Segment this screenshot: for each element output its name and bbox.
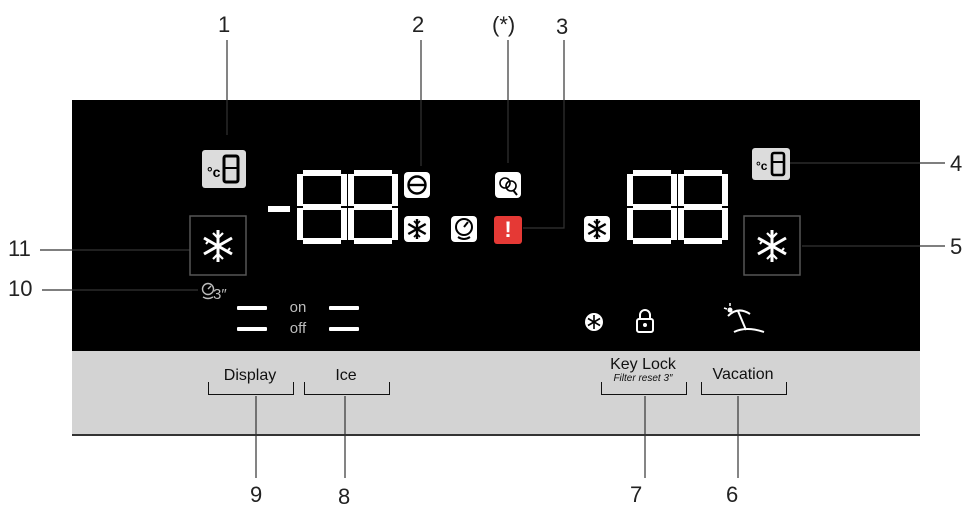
fridge-cool-icon [584, 216, 610, 242]
vacation-button-bracket [701, 382, 787, 395]
callout-7: 7 [630, 482, 643, 507]
callout-5: 5 [950, 234, 963, 259]
callout-8: 8 [338, 484, 351, 509]
display-button-bracket [208, 382, 294, 395]
svg-text:°c: °c [207, 164, 221, 180]
key-lock-button[interactable]: Key Lock [610, 356, 676, 373]
display-button[interactable]: Display [223, 367, 277, 384]
button-strip [72, 351, 920, 434]
callout-4: 4 [950, 151, 963, 176]
super-cool-icon [743, 215, 801, 276]
ice-snowflake-icon [585, 313, 603, 331]
left-temp-digits [268, 170, 398, 244]
strip-bottom-line [72, 434, 920, 436]
filter-reset-label: Filter reset 3″ [613, 373, 673, 384]
eco-mode-icon [404, 172, 430, 198]
on-indicator-left [237, 306, 267, 310]
callout-11: 11 [8, 236, 31, 261]
key-lock-button-bracket [601, 382, 687, 395]
callout-9: 9 [250, 482, 263, 507]
callout-2: 2 [412, 12, 425, 37]
fridge-temp-icon: °c [752, 148, 790, 180]
vacation-icon [723, 303, 765, 333]
callout-star: (*) [492, 12, 516, 37]
right-temp-digits [627, 170, 728, 244]
callout-6: 6 [726, 482, 739, 507]
freezer-temp-icon: °c [202, 150, 246, 188]
timer-label: 3″ [213, 286, 227, 303]
callout-1: 1 [218, 12, 231, 37]
vacation-button[interactable]: Vacation [712, 366, 774, 383]
on-indicator-right [329, 306, 359, 310]
ice-timer-icon [451, 216, 477, 242]
off-label: off [289, 320, 307, 337]
on-label: on [289, 299, 307, 316]
key-lock-icon [636, 309, 654, 333]
off-indicator-right [329, 327, 359, 331]
ice-button[interactable]: Ice [335, 367, 357, 384]
super-freeze-icon [189, 215, 247, 276]
fast-freeze-icon [404, 216, 430, 242]
svg-text:°c: °c [756, 159, 768, 173]
callout-10: 10 [8, 276, 33, 301]
leader-lines [40, 40, 945, 478]
callout-3: 3 [556, 14, 569, 39]
water-filter-icon [495, 172, 521, 198]
alert-icon: ! [494, 216, 522, 244]
timer-icon [201, 282, 215, 300]
ice-button-bracket [304, 382, 390, 395]
off-indicator-left [237, 327, 267, 331]
